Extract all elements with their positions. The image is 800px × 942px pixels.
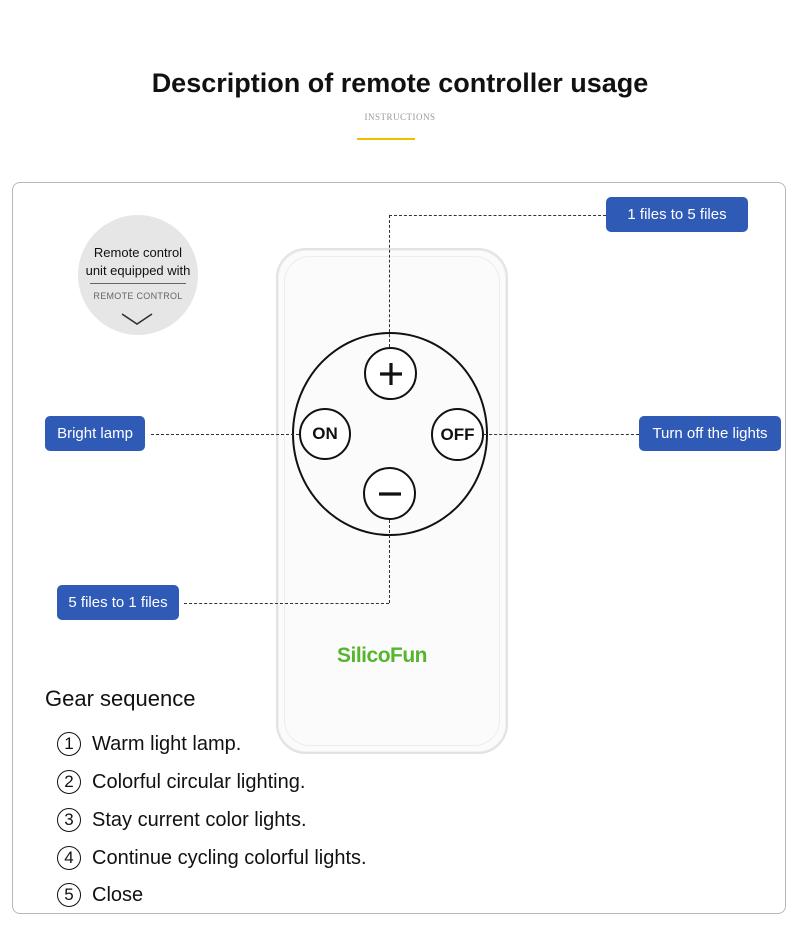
- brand-logo: SilicoFun: [337, 644, 428, 667]
- minus-button[interactable]: [363, 467, 416, 520]
- gear-sequence-title: Gear sequence: [45, 686, 196, 711]
- remote-badge: Remote control unit equipped with REMOTE…: [78, 215, 198, 335]
- gear-item: 1 Warm light lamp.: [57, 729, 241, 759]
- connector-bottom-h: [184, 603, 389, 604]
- badge-line-1: Remote control: [93, 245, 183, 260]
- connector-top-v: [389, 215, 390, 347]
- gear-text: Colorful circular lighting.: [92, 770, 306, 793]
- gear-item: 4 Continue cycling colorful lights.: [57, 843, 367, 873]
- chevron-down-icon: [121, 313, 153, 325]
- plus-icon: [379, 362, 402, 385]
- minus-icon: [378, 491, 401, 496]
- gear-item: 2 Colorful circular lighting.: [57, 767, 305, 797]
- badge-line-2: unit equipped with: [85, 263, 191, 278]
- badge-caption: REMOTE CONTROL: [93, 291, 183, 301]
- off-button[interactable]: OFF: [431, 408, 484, 461]
- gear-number: 4: [57, 846, 81, 870]
- gear-number: 3: [57, 808, 81, 832]
- gear-text: Continue cycling colorful lights.: [92, 846, 367, 869]
- gear-number: 2: [57, 770, 81, 794]
- plus-button[interactable]: [364, 347, 417, 400]
- callout-turn-off: Turn off the lights: [639, 416, 781, 451]
- on-button[interactable]: ON: [299, 408, 351, 460]
- callout-increase: 1 files to 5 files: [606, 197, 748, 232]
- gear-item: 5 Close: [57, 880, 143, 910]
- remote-inner-edge: [284, 256, 500, 746]
- callout-bright-lamp: Bright lamp: [45, 416, 145, 451]
- connector-left: [151, 434, 299, 435]
- gear-text: Close: [92, 883, 144, 906]
- connector-bottom-v: [389, 520, 390, 603]
- page-subtitle: INSTRUCTIONS: [364, 112, 436, 122]
- title-underline: [357, 138, 415, 140]
- gear-text: Stay current color lights.: [92, 808, 307, 831]
- gear-item: 3 Stay current color lights.: [57, 805, 307, 835]
- connector-top-h: [389, 215, 606, 216]
- content-panel: [12, 182, 786, 914]
- page-title: Description of remote controller usage: [151, 68, 649, 98]
- connector-right: [484, 434, 639, 435]
- gear-text: Warm light lamp.: [92, 732, 242, 755]
- gear-number: 5: [57, 883, 81, 907]
- badge-divider: [90, 283, 186, 284]
- gear-number: 1: [57, 732, 81, 756]
- callout-decrease: 5 files to 1 files: [57, 585, 179, 620]
